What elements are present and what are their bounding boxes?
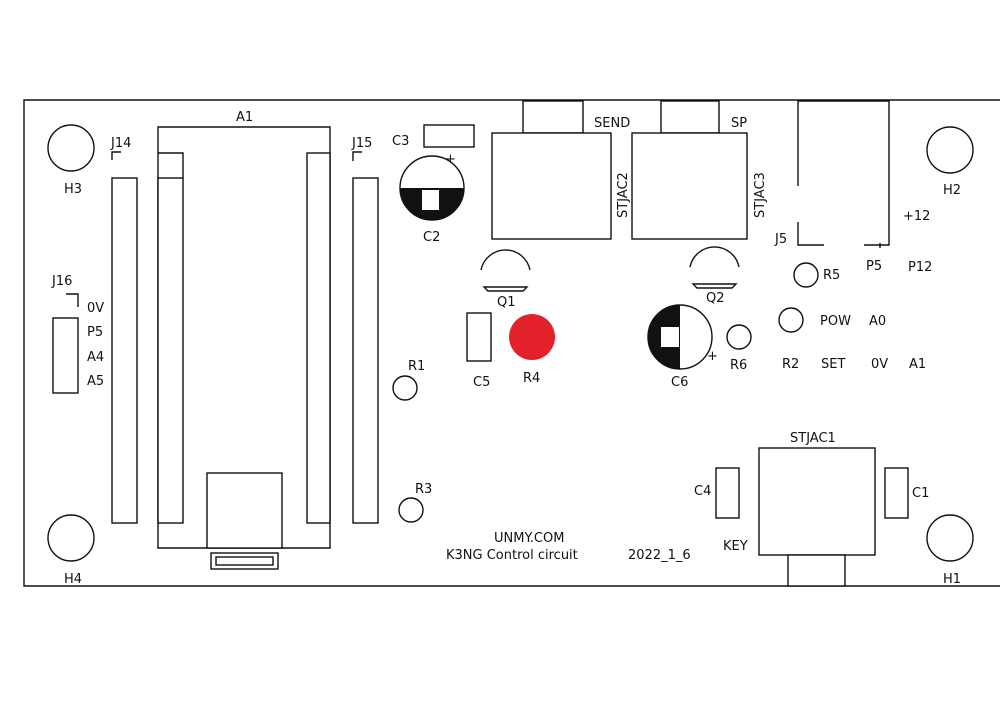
label-h1: H1	[943, 572, 961, 587]
transistor-q1	[480, 249, 531, 292]
c6-pad	[661, 327, 679, 347]
label-c4: C4	[694, 484, 711, 499]
j16-pin-a5: A5	[87, 374, 104, 389]
capacitor-c4	[715, 467, 740, 519]
a1-header-right	[306, 152, 331, 524]
label-h4: H4	[64, 572, 82, 587]
footer-date: 2022_1_6	[628, 548, 691, 563]
label-r2: R2	[782, 357, 799, 372]
label-q2: Q2	[706, 291, 725, 306]
label-pow: POW	[820, 314, 851, 329]
j16-header	[52, 317, 79, 394]
stjac3-body	[631, 132, 748, 240]
footer-title: K3NG Control circuit	[446, 548, 578, 563]
board-outline	[23, 99, 1000, 587]
mounting-hole-h1	[926, 514, 974, 562]
label-c5: C5	[473, 375, 490, 390]
stjac2-body	[491, 132, 612, 240]
label-c6: C6	[671, 375, 688, 390]
transistor-q2	[689, 246, 740, 289]
j15-pin1-mark	[352, 151, 362, 161]
label-r1: R1	[408, 359, 425, 374]
footer-site: UNMY.COM	[494, 531, 564, 546]
j16-pin-0v: 0V	[87, 301, 104, 316]
label-j5: J5	[774, 232, 787, 247]
stjac1-barrel	[787, 554, 846, 587]
label-j14: J14	[110, 136, 131, 151]
label-p5: P5	[866, 259, 882, 274]
resistor-r6	[726, 324, 752, 350]
label-c3: C3	[392, 134, 409, 149]
label-send: SEND	[594, 116, 630, 131]
label-plus12: +12	[903, 209, 930, 224]
label-stjac1: STJAC1	[790, 431, 836, 446]
mounting-hole-h4	[47, 514, 95, 562]
label-j15: J15	[351, 136, 372, 151]
j16-pin1-mark	[66, 293, 79, 307]
usb-connector-body	[206, 472, 283, 549]
j14-pin1-mark	[111, 151, 121, 160]
label-j16: J16	[51, 274, 72, 289]
label-0v: 0V	[871, 357, 888, 372]
label-r5: R5	[823, 268, 840, 283]
mounting-hole-h3	[47, 124, 95, 172]
label-r3: R3	[415, 482, 432, 497]
label-h2: H2	[943, 183, 961, 198]
a1-header-left	[157, 177, 184, 524]
label-sp: SP	[731, 116, 747, 131]
resistor-r4-highlight[interactable]	[509, 314, 555, 360]
capacitor-c3	[423, 124, 475, 148]
label-a1-pin: A1	[909, 357, 926, 372]
resistor-r5	[793, 262, 819, 288]
label-p12: P12	[908, 260, 932, 275]
c6-polarity-mark: +	[707, 349, 718, 364]
j15-header	[352, 177, 379, 524]
label-a1: A1	[236, 110, 253, 125]
j14-header	[111, 177, 138, 524]
usb-connector-slot	[215, 556, 274, 566]
label-h3: H3	[64, 182, 82, 197]
label-r6: R6	[730, 358, 747, 373]
capacitor-c1	[884, 467, 909, 519]
label-q1: Q1	[497, 295, 516, 310]
j5-connector-outline	[797, 100, 890, 246]
label-stjac3: STJAC3	[753, 172, 768, 218]
label-r4: R4	[523, 371, 540, 386]
mounting-hole-h2	[926, 126, 974, 174]
stjac1-body	[758, 447, 876, 556]
c2-pad	[422, 190, 439, 210]
resistor-r1	[392, 375, 418, 401]
label-stjac2: STJAC2	[616, 172, 631, 218]
j16-pin-p5: P5	[87, 325, 103, 340]
label-c2: C2	[423, 230, 440, 245]
capacitor-c5	[466, 312, 492, 362]
j16-pin-a4: A4	[87, 350, 104, 365]
c2-polarity-mark: +	[445, 152, 456, 167]
stjac3-barrel	[660, 100, 720, 134]
label-c1: C1	[912, 486, 929, 501]
label-key: KEY	[723, 539, 748, 554]
resistor-r3	[398, 497, 424, 523]
label-a0: A0	[869, 314, 886, 329]
label-set: SET	[821, 357, 845, 372]
resistor-r2	[778, 307, 804, 333]
stjac2-barrel	[522, 100, 584, 134]
